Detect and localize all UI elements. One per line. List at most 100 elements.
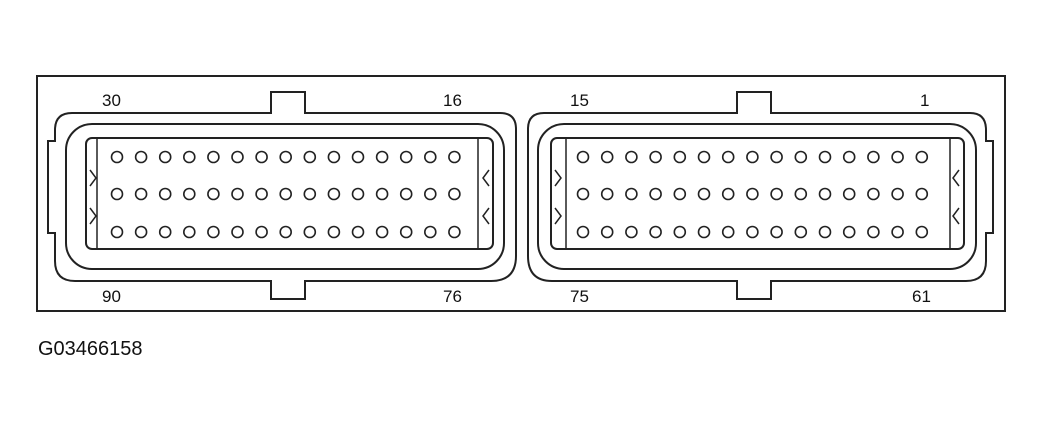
pin-hole [721, 150, 735, 164]
pin-label-right-bottom-right: 61 [912, 287, 931, 306]
pin-hole [915, 150, 929, 164]
pin-hole [770, 187, 783, 201]
left-pin-array [110, 150, 461, 239]
pin-hole [448, 225, 461, 239]
pin-hole [746, 150, 759, 164]
pin-hole [649, 150, 662, 164]
pin-hole [915, 187, 929, 201]
right-pin-array [576, 150, 929, 239]
pin-hole [891, 150, 904, 164]
pin-hole [746, 225, 759, 239]
pin-hole [279, 150, 293, 164]
pin-hole [399, 225, 413, 239]
pin-hole [327, 225, 341, 239]
pin-hole [231, 225, 244, 239]
pin-hole [134, 150, 148, 164]
pin-hole [255, 225, 268, 239]
pin-label-left-top-right: 16 [443, 91, 462, 110]
pin-hole [423, 150, 437, 164]
pin-label-left-bottom-left: 90 [102, 287, 121, 306]
pin-hole [867, 187, 880, 201]
left-latch-mark [89, 169, 97, 187]
pin-hole [207, 187, 220, 201]
pin-hole [697, 187, 711, 201]
pin-hole [600, 150, 614, 164]
pin-hole [649, 187, 662, 201]
pin-hole [891, 187, 904, 201]
pin-hole [231, 187, 244, 201]
pin-label-right-top-right: 1 [920, 91, 929, 110]
left-latch-mark [482, 207, 490, 225]
pin-hole [327, 150, 341, 164]
right-housing-outline [527, 91, 994, 300]
pin-hole [721, 187, 735, 201]
pin-hole [399, 150, 413, 164]
pin-hole [794, 187, 808, 201]
pin-hole [867, 225, 880, 239]
pin-hole [891, 225, 904, 239]
pin-hole [697, 225, 711, 239]
right-latch-mark [952, 169, 960, 187]
pin-hole [351, 150, 365, 164]
pin-hole [625, 225, 638, 239]
pin-hole [399, 187, 413, 201]
pin-hole [842, 150, 856, 164]
right-pin-field [550, 137, 965, 250]
left-latch-mark [89, 207, 97, 225]
pin-hole [351, 187, 365, 201]
pin-hole [134, 187, 148, 201]
pin-hole [158, 150, 172, 164]
right-latch-mark [554, 169, 562, 187]
pin-hole [303, 225, 317, 239]
pin-hole [842, 225, 856, 239]
pin-label-left-top-left: 30 [102, 91, 121, 110]
pin-hole [673, 225, 687, 239]
pin-hole [183, 225, 196, 239]
pin-hole [770, 225, 783, 239]
pin-hole [375, 150, 389, 164]
pin-hole [375, 187, 389, 201]
pin-hole [110, 187, 124, 201]
pin-hole [110, 150, 124, 164]
pin-hole [448, 150, 461, 164]
outer-frame [36, 75, 1006, 312]
pin-hole [625, 187, 638, 201]
pin-hole [255, 150, 268, 164]
pin-hole [207, 225, 220, 239]
pin-label-left-bottom-right: 76 [443, 287, 462, 306]
pin-hole [134, 225, 148, 239]
pin-hole [818, 187, 832, 201]
pin-hole [183, 187, 196, 201]
pin-hole [423, 225, 437, 239]
left-housing-inner [65, 123, 505, 270]
pin-hole [255, 187, 268, 201]
pin-hole [576, 150, 590, 164]
pin-hole [279, 187, 293, 201]
pin-hole [576, 225, 590, 239]
pin-hole [818, 225, 832, 239]
pin-hole [351, 225, 365, 239]
pin-hole [770, 150, 783, 164]
pin-hole [303, 150, 317, 164]
pin-hole [279, 225, 293, 239]
pin-hole [448, 187, 461, 201]
pin-hole [303, 187, 317, 201]
pin-hole [818, 150, 832, 164]
pin-hole [158, 225, 172, 239]
left-latch-mark [482, 169, 490, 187]
pin-hole [375, 225, 389, 239]
pin-label-right-bottom-left: 75 [570, 287, 589, 306]
pin-hole [327, 187, 341, 201]
pin-hole [423, 187, 437, 201]
pin-hole [158, 187, 172, 201]
pin-hole [867, 150, 880, 164]
pin-hole [231, 150, 244, 164]
pin-hole [794, 225, 808, 239]
left-housing-outline [47, 91, 517, 300]
pin-hole [842, 187, 856, 201]
pin-hole [673, 150, 687, 164]
pin-hole [649, 225, 662, 239]
pin-hole [207, 150, 220, 164]
left-pin-field [85, 137, 494, 250]
